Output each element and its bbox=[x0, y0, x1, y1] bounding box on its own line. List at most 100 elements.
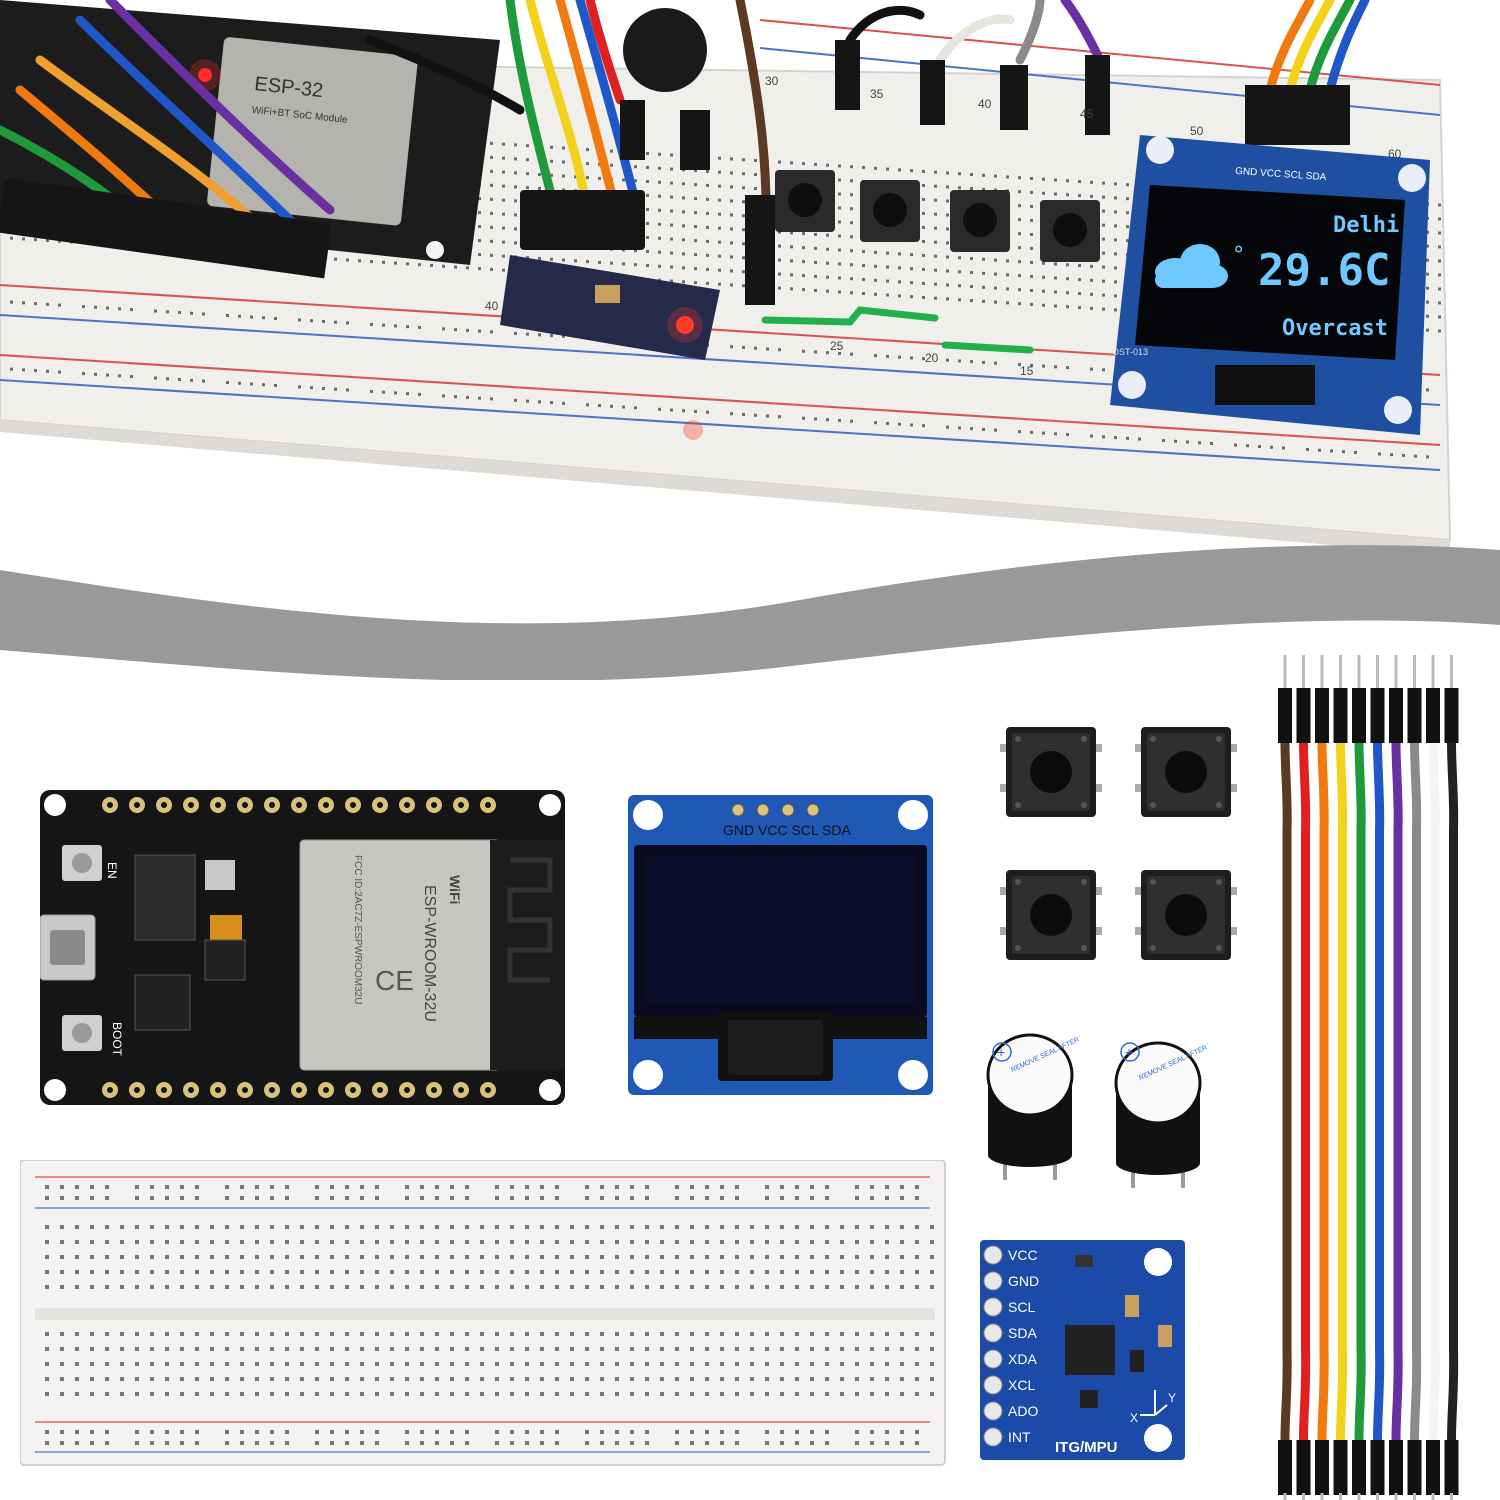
jumper-housing-top bbox=[1426, 688, 1440, 743]
jumper-housing-top bbox=[1444, 688, 1459, 743]
jumper-housing-bottom bbox=[1315, 1440, 1329, 1495]
hero-mpu-module bbox=[500, 255, 720, 360]
hero-oled-city: Delhi bbox=[1333, 213, 1399, 238]
jumper-housing-top bbox=[1407, 688, 1422, 743]
jumper-housing-bottom bbox=[1278, 1440, 1292, 1495]
svg-text:30: 30 bbox=[765, 74, 779, 88]
jumper-wire bbox=[1280, 742, 1292, 1441]
jumper-housing-bottom bbox=[1352, 1440, 1366, 1495]
mpu-pin-pad bbox=[983, 1375, 1003, 1395]
jumper-pin-top bbox=[1431, 655, 1435, 690]
jumper-housing-top bbox=[1370, 688, 1385, 743]
jumper-wire bbox=[1336, 742, 1348, 1441]
mpu-axis-x: X bbox=[1130, 1411, 1138, 1425]
wroom-fcc: FCC ID:2AC7Z-ESPWROOM32U bbox=[352, 855, 363, 1004]
mpu-pin-pad bbox=[983, 1245, 1003, 1265]
oled-pin-labels: GND VCC SCL SDA bbox=[723, 822, 852, 838]
ce-mark: CE bbox=[375, 965, 414, 996]
wroom-module bbox=[299, 839, 501, 1071]
jumper-wire bbox=[1391, 742, 1403, 1441]
push-button bbox=[1135, 727, 1237, 817]
mpu-pin-label: XDA bbox=[1008, 1351, 1037, 1367]
push-button bbox=[1000, 870, 1102, 960]
svg-text:25: 25 bbox=[830, 339, 844, 353]
jumper-housing-bottom bbox=[1296, 1440, 1311, 1495]
svg-text:15: 15 bbox=[1020, 364, 1034, 378]
jumper-pin-top bbox=[1302, 655, 1305, 690]
svg-text:50: 50 bbox=[1190, 124, 1204, 138]
svg-text:35: 35 bbox=[870, 87, 884, 101]
esp32-pin-row-bottom bbox=[102, 1082, 496, 1098]
jumper-housing-bottom bbox=[1444, 1440, 1459, 1495]
svg-text:40: 40 bbox=[978, 97, 992, 111]
jumper-pin-top bbox=[1450, 655, 1453, 690]
jumper-wire bbox=[1410, 742, 1422, 1441]
hero-buzzer bbox=[623, 8, 707, 92]
esp32-board: EN BOOT WiFi ESP-WROOM-32U FCC ID:2AC7Z-… bbox=[40, 790, 565, 1105]
mpu-pin-pad bbox=[983, 1349, 1003, 1369]
jumper-housing-top bbox=[1278, 688, 1292, 743]
hero-photo: ESP-32 WiFi+BT SoC Module bbox=[0, 0, 1500, 640]
jumper-pin-top bbox=[1376, 655, 1379, 690]
mpu-pin-label: ADO bbox=[1008, 1403, 1038, 1419]
mpu-pin-pad bbox=[983, 1401, 1003, 1421]
buzzer-2: + REMOVE SEAL AFTER WASHING bbox=[1114, 1038, 1208, 1188]
jumper-pin-top bbox=[1339, 655, 1342, 690]
hero-connector-housings bbox=[0, 40, 1350, 305]
jumper-pin-top bbox=[1357, 655, 1361, 690]
oled-module: GND VCC SCL SDA bbox=[628, 795, 933, 1095]
push-button bbox=[1000, 727, 1102, 817]
boot-label: BOOT bbox=[110, 1022, 124, 1057]
mpu-pin-label: XCL bbox=[1008, 1377, 1035, 1393]
jumper-housing-top bbox=[1389, 688, 1403, 743]
push-buttons-set bbox=[1000, 727, 1237, 960]
buzzer-1: + REMOVE SEAL AFTER WASHING bbox=[986, 1030, 1080, 1180]
mpu-pin-label: GND bbox=[1008, 1273, 1039, 1289]
hero-oled-condition: Overcast bbox=[1282, 316, 1388, 341]
jumper-housing-top bbox=[1296, 688, 1311, 743]
jumper-pin-top bbox=[1283, 655, 1287, 690]
jumper-pin-top bbox=[1320, 655, 1324, 690]
hero-push-buttons bbox=[775, 170, 1100, 262]
hero-oled-degree: ° bbox=[1232, 243, 1245, 268]
hero-oled-module: GND VCC SCL SDA OST-013 Delhi ° 29.6C Ov… bbox=[1110, 135, 1430, 435]
jumper-wire-ribbon bbox=[1278, 655, 1459, 1500]
breadboard-hole-grid bbox=[45, 1185, 934, 1445]
jumper-housing-bottom bbox=[1407, 1440, 1422, 1495]
jumper-wire bbox=[1354, 742, 1366, 1441]
svg-text:+: + bbox=[1125, 1044, 1133, 1060]
assembled-circuit-illustration: ESP-32 WiFi+BT SoC Module bbox=[0, 0, 1500, 640]
breadboard bbox=[20, 1160, 946, 1466]
wroom-label: ESP-WROOM-32U bbox=[421, 885, 438, 1022]
mpu-pin-label: INT bbox=[1008, 1429, 1031, 1445]
push-button bbox=[1135, 870, 1237, 960]
svg-text:+: + bbox=[997, 1044, 1005, 1060]
svg-text:45: 45 bbox=[1080, 107, 1094, 121]
mpu-pin-label: SDA bbox=[1008, 1325, 1037, 1341]
jumper-housing-bottom bbox=[1333, 1440, 1348, 1495]
jumper-pin-top bbox=[1413, 655, 1416, 690]
mpu-pin-pad bbox=[983, 1271, 1003, 1291]
svg-text:40: 40 bbox=[485, 299, 499, 313]
mpu-pin-pad bbox=[983, 1427, 1003, 1447]
jumper-wire bbox=[1299, 742, 1311, 1441]
mpu-title: ITG/MPU bbox=[1055, 1439, 1118, 1456]
jumper-housing-bottom bbox=[1426, 1440, 1440, 1495]
jumper-housing-top bbox=[1352, 688, 1366, 743]
hero-green-wires bbox=[761, 306, 1034, 354]
jumper-housing-bottom bbox=[1389, 1440, 1403, 1495]
jumper-wire bbox=[1373, 742, 1385, 1441]
jumper-wire bbox=[1317, 742, 1329, 1441]
mpu-pin-pad bbox=[983, 1297, 1003, 1317]
mpu-pin-label: VCC bbox=[1008, 1247, 1038, 1263]
mpu-pin-pad bbox=[983, 1323, 1003, 1343]
jumper-housing-bottom bbox=[1370, 1440, 1385, 1495]
hero-oled-cloud-icon bbox=[1155, 244, 1228, 288]
en-label: EN bbox=[105, 862, 119, 879]
jumper-pin-top bbox=[1394, 655, 1398, 690]
jumper-housing-top bbox=[1315, 688, 1329, 743]
esp32-pin-row-top bbox=[102, 797, 496, 813]
hero-oled-temp: 29.6C bbox=[1258, 245, 1390, 296]
